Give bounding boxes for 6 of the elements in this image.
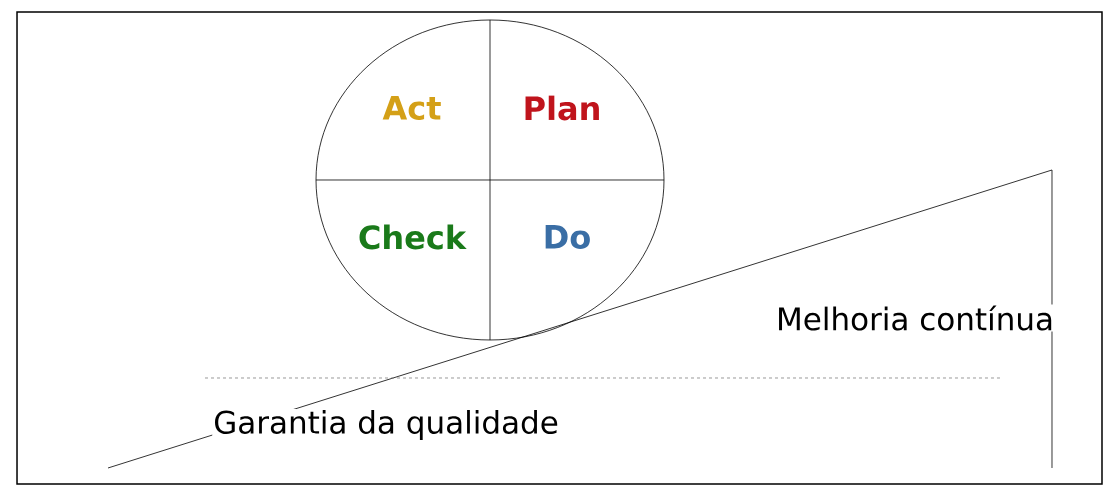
quadrant-label: Check [359, 224, 467, 250]
wedge-label: Garantia da qualidade [212, 409, 560, 441]
quadrant-label: Plan [525, 95, 599, 121]
quadrant-label: Act [382, 96, 441, 120]
wedge-label: Melhoria contínua [775, 304, 1055, 332]
quadrant-label: Do [545, 225, 590, 249]
